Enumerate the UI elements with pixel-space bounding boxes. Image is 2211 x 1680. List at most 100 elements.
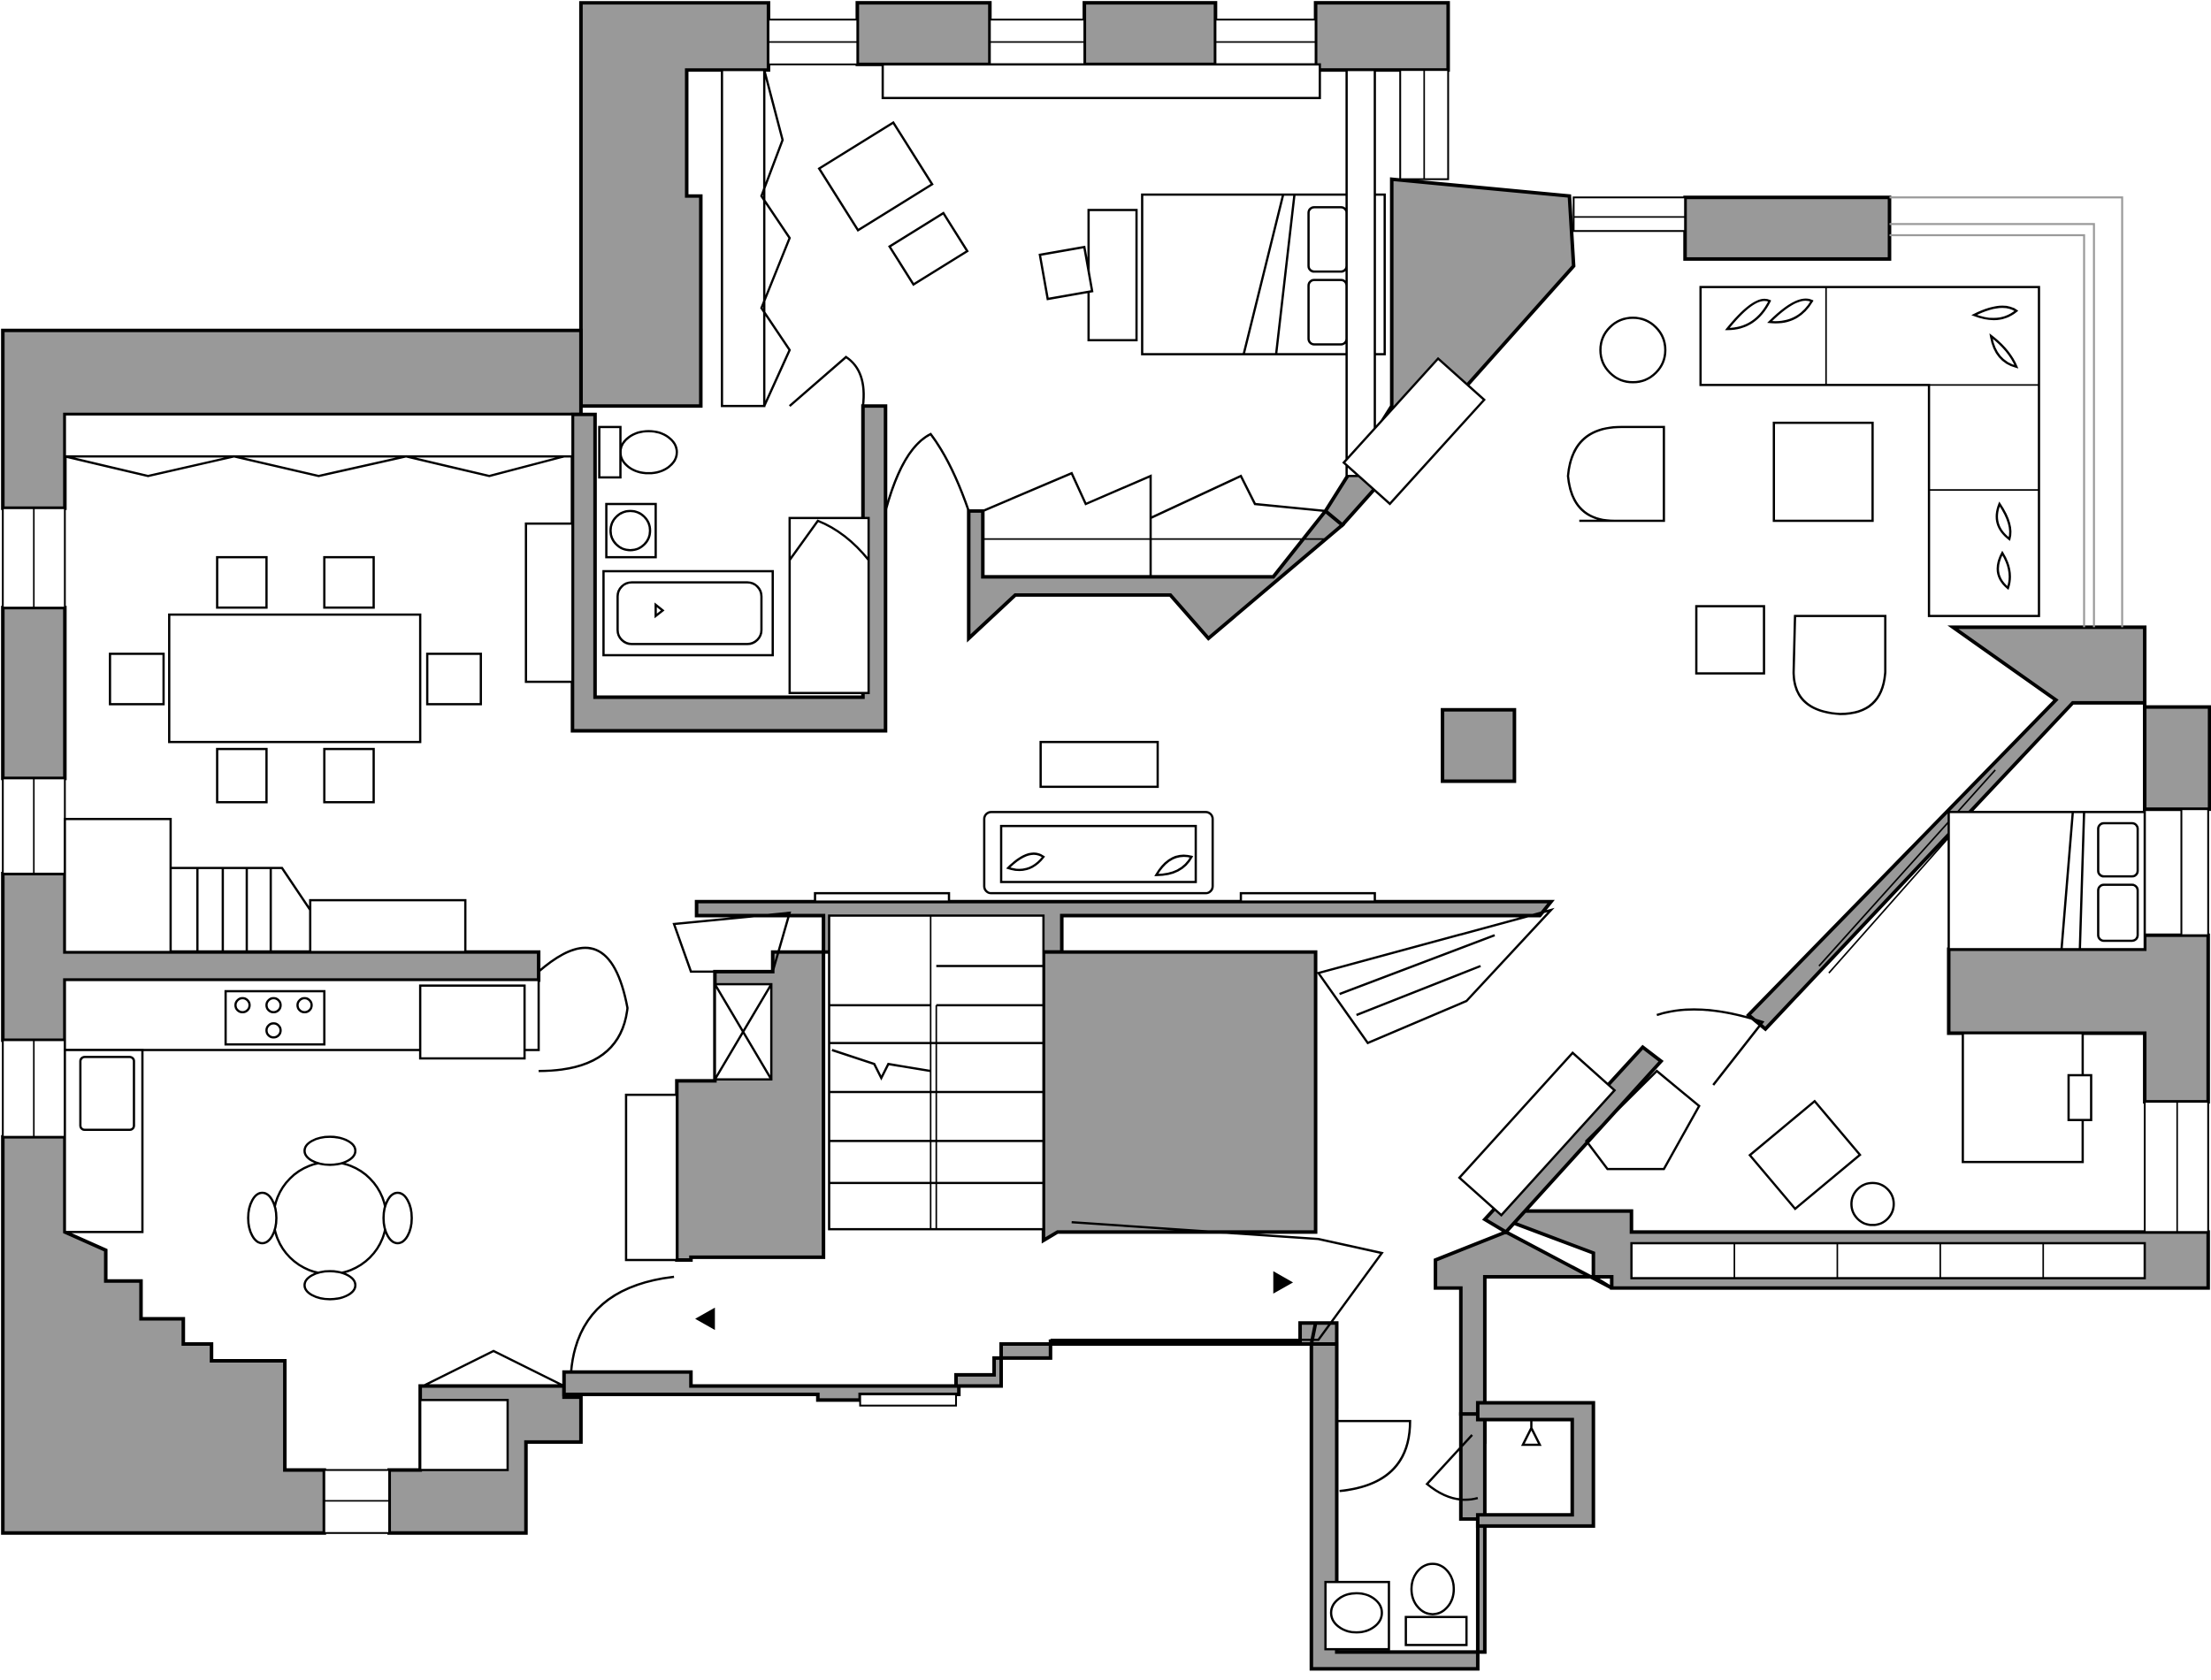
sink-basin [609,509,652,552]
toilet-wc [1410,1562,1456,1615]
radiator-bedroom-east [1345,68,1376,477]
bedroom-north [721,63,1386,577]
dining-chair-1 [216,555,268,609]
wall-bedroom-pier-3 [1313,1,1450,73]
living-room [814,286,2040,974]
bedroom-east [1457,811,2146,1279]
dining-room [64,413,574,953]
wall-bedroom2-north [2143,705,2211,812]
pillow-east-1 [2097,821,2139,878]
wall-stair-core-east [1041,950,1318,1244]
pillow-1 [1307,206,1348,273]
arrow-left [695,1307,715,1331]
desk-east [1962,1032,2085,1164]
cabinet-dining [524,522,574,683]
sofa-living [983,811,1214,895]
dining-chair-5 [216,747,268,804]
pantry-doors [422,1349,565,1387]
fridge [418,984,526,1060]
toilet-tank [598,425,622,479]
tv-console [1342,356,1487,506]
kitchen-chair-1 [303,1135,357,1166]
armchair-living-2 [1792,615,1886,715]
sink-wc-basin [1329,1592,1383,1634]
entrance-lobby [570,1220,1384,1372]
cushion-3 [1970,305,2019,321]
wall-kitchen-west [1,1134,326,1535]
dining-chair-6 [323,747,375,804]
wall-bedroom-pier-1 [855,1,992,66]
cushion-1 [1725,298,1771,331]
burner-4 [265,1022,282,1039]
window-bedroom2-east-1 [2180,808,2209,936]
wardrobe-doors-west [760,69,792,407]
door-bedroom-bath [789,355,865,408]
dining-chair-2 [323,555,375,609]
armchair-east [1748,1099,1862,1210]
stair-direction [831,1049,931,1081]
arrow-right [1273,1271,1294,1294]
radiator-living-2 [1239,891,1376,903]
desk-dining [309,898,467,953]
cabinet-kitchen [624,1093,678,1262]
bed-east-sheet [2060,812,2085,950]
door-swing-bedroom [884,432,970,512]
wardrobe-diagonal [1457,1050,1617,1218]
sofa-seat [999,824,1197,883]
dining-table [168,613,422,744]
bathroom [598,425,870,695]
ottoman-living [1695,605,1765,675]
sideboard-doors [65,454,565,477]
staircase [672,907,1555,1231]
window-living-north-1 [1572,196,1687,233]
stair-down-dining [170,867,312,952]
armchair-living-1 [1566,425,1665,523]
dining-chair-4 [425,653,482,706]
valve [1520,1419,1542,1447]
pillow-east-2 [2097,883,2139,943]
wc-south [1324,1419,1542,1651]
stair-flight-down [672,911,792,974]
kitchen-sink [79,1056,135,1132]
shower-cabinet [788,516,870,695]
stair-landing [1316,907,1555,1045]
kitchen-chair-3 [247,1191,278,1245]
bathtub-tap [654,602,665,619]
wardrobe-diagonal-doors [1585,1069,1701,1171]
sink-bathroom [605,502,657,559]
wardrobe-south [982,471,1326,577]
toilet [619,430,678,475]
stair-treads [829,965,1044,1185]
radiator-living-1 [814,891,951,903]
kitchen-table [272,1160,388,1276]
door-bedroom-east [1656,1008,1765,1086]
bedroom-desk [1087,209,1138,342]
wall-dining-pier-west [1,606,67,781]
window-lobby-south [859,1393,958,1407]
sofa-cushion-1 [1006,852,1045,872]
sink-wc [1324,1580,1390,1651]
side-table-round [1599,317,1667,384]
windows [2,19,2209,1534]
desk-chair-east [2067,1073,2092,1121]
wall-living-pier-north [1683,195,1892,261]
window-seat-1 [881,63,1321,100]
bench-dining [64,817,172,953]
wall-bedroom-pier-2 [1083,1,1218,66]
door-wc [1336,1419,1412,1493]
sideboard-dining [64,413,574,458]
lobby-outline [1050,1220,1384,1341]
bed-sheet [1243,194,1296,355]
wardrobe-west [721,68,766,408]
cushion-6 [1996,550,2011,591]
armchair-bedroom [817,120,934,233]
shower-door [788,519,870,561]
window-living-corner [1889,196,2123,628]
door-kitchen [538,946,629,1073]
coffee-table-small [1039,740,1159,789]
cushion-2 [1767,298,1814,324]
cushion-4 [1989,333,2019,369]
corner-sofa [1699,286,2040,617]
burner-1 [233,997,251,1014]
